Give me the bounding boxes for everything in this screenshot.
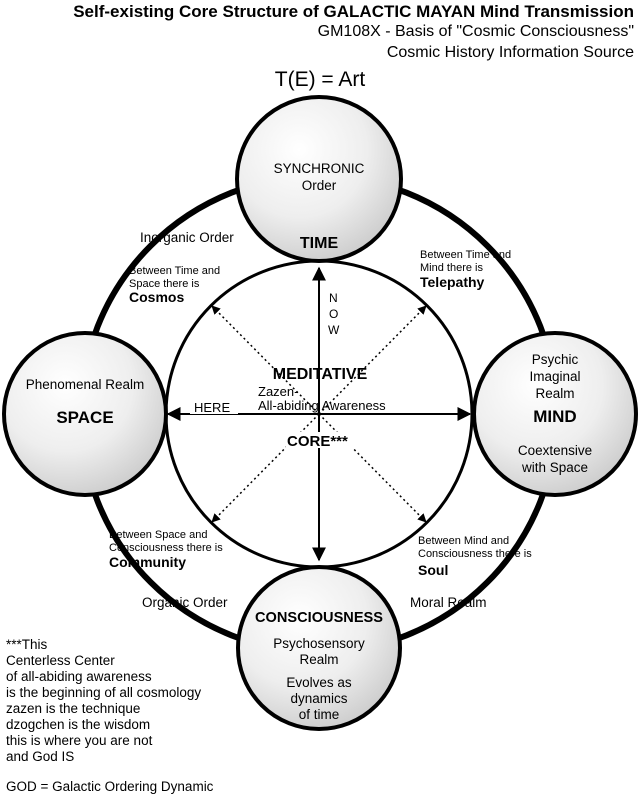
mind-line-2: Imaginal xyxy=(529,369,580,384)
here-label: HERE xyxy=(194,400,230,415)
soul-line-2: Consciousness there is xyxy=(418,548,532,560)
cosmos-line-1: Between Time and xyxy=(129,265,220,277)
awareness-label: All-abiding Awareness xyxy=(258,398,386,413)
cosmos-name: Cosmos xyxy=(129,289,184,305)
footnote-line: is the beginning of all cosmology xyxy=(6,685,202,700)
relation-cosmos: Between Time and Space there is Cosmos xyxy=(129,265,220,305)
consciousness-line-1: Psychosensory xyxy=(273,636,365,651)
relation-community: Between Space and Consciousness there is… xyxy=(109,529,223,570)
moral-realm-label: Moral Realm xyxy=(410,595,487,610)
mind-line-3: Realm xyxy=(535,386,574,401)
consciousness-line-4: dynamics xyxy=(290,691,347,706)
consciousness-label: CONSCIOUSNESS xyxy=(255,609,383,626)
footnote-line: ***This xyxy=(6,637,48,652)
now-letter-n: N xyxy=(329,291,338,305)
telepathy-name: Telepathy xyxy=(420,274,485,290)
subtitle-basis: GM108X - Basis of "Cosmic Consciousness" xyxy=(317,23,634,40)
relation-soul: Between Mind and Consciousness there is … xyxy=(418,535,532,578)
time-line-2: Order xyxy=(302,178,337,193)
cosmos-line-2: Space there is xyxy=(129,278,200,290)
node-time: SYNCHRONIC Order TIME xyxy=(235,95,403,263)
mind-line-4: Coextensive xyxy=(518,443,592,458)
space-label: SPACE xyxy=(56,408,113,427)
node-consciousness: CONSCIOUSNESS Psychosensory Realm Evolve… xyxy=(236,565,402,731)
mind-line-1: Psychic xyxy=(532,352,579,367)
now-letter-o: O xyxy=(329,307,338,321)
core-label: CORE*** xyxy=(287,433,348,450)
community-name: Community xyxy=(109,554,186,570)
telepathy-line-1: Between Time and xyxy=(420,249,511,261)
mind-line-5: with Space xyxy=(521,460,588,475)
consciousness-line-2: Realm xyxy=(299,652,338,667)
mind-label: MIND xyxy=(533,407,576,426)
footnote-line: dzogchen is the wisdom xyxy=(6,717,151,732)
footnote: ***This Centerless Center of all-abiding… xyxy=(6,637,201,765)
diagonal-arrow-nw xyxy=(211,305,320,415)
consciousness-line-3: Evolves as xyxy=(286,675,352,690)
formula: T(E) = Art xyxy=(274,68,366,91)
footnote-line: Centerless Center xyxy=(6,653,115,668)
subtitle-source: Cosmic History Information Source xyxy=(386,44,634,61)
time-label: TIME xyxy=(300,235,339,252)
meditative-label: MEDITATIVE xyxy=(273,366,368,383)
diagram-title: Self-existing Core Structure of GALACTIC… xyxy=(73,2,634,21)
god-definition: GOD = Galactic Ordering Dynamic xyxy=(6,779,214,794)
telepathy-line-2: Mind there is xyxy=(420,262,483,274)
node-mind: Psychic Imaginal Realm MIND Coextensive … xyxy=(472,331,638,497)
soul-name: Soul xyxy=(418,562,448,578)
node-space: Phenomenal Realm SPACE xyxy=(2,331,168,497)
now-letter-w: W xyxy=(328,323,340,337)
footnote-line: of all-abiding awareness xyxy=(6,669,152,684)
inorganic-order-label: Inorganic Order xyxy=(140,230,234,245)
community-line-2: Consciousness there is xyxy=(109,542,223,554)
organic-order-label: Organic Order xyxy=(142,595,228,610)
community-line-1: Between Space and xyxy=(109,529,207,541)
zazen-label: Zazen- xyxy=(258,384,298,399)
space-line-1: Phenomenal Realm xyxy=(26,377,145,392)
consciousness-line-5: of time xyxy=(299,707,340,722)
diagonal-arrow-ne xyxy=(318,305,427,415)
footnote-line: this is where you are not xyxy=(6,733,153,748)
footnote-line: zazen is the technique xyxy=(6,701,141,716)
relation-telepathy: Between Time and Mind there is Telepathy xyxy=(420,249,511,290)
soul-line-1: Between Mind and xyxy=(418,535,509,547)
time-line-1: SYNCHRONIC xyxy=(274,161,365,176)
footnote-line: and God IS xyxy=(6,749,75,764)
